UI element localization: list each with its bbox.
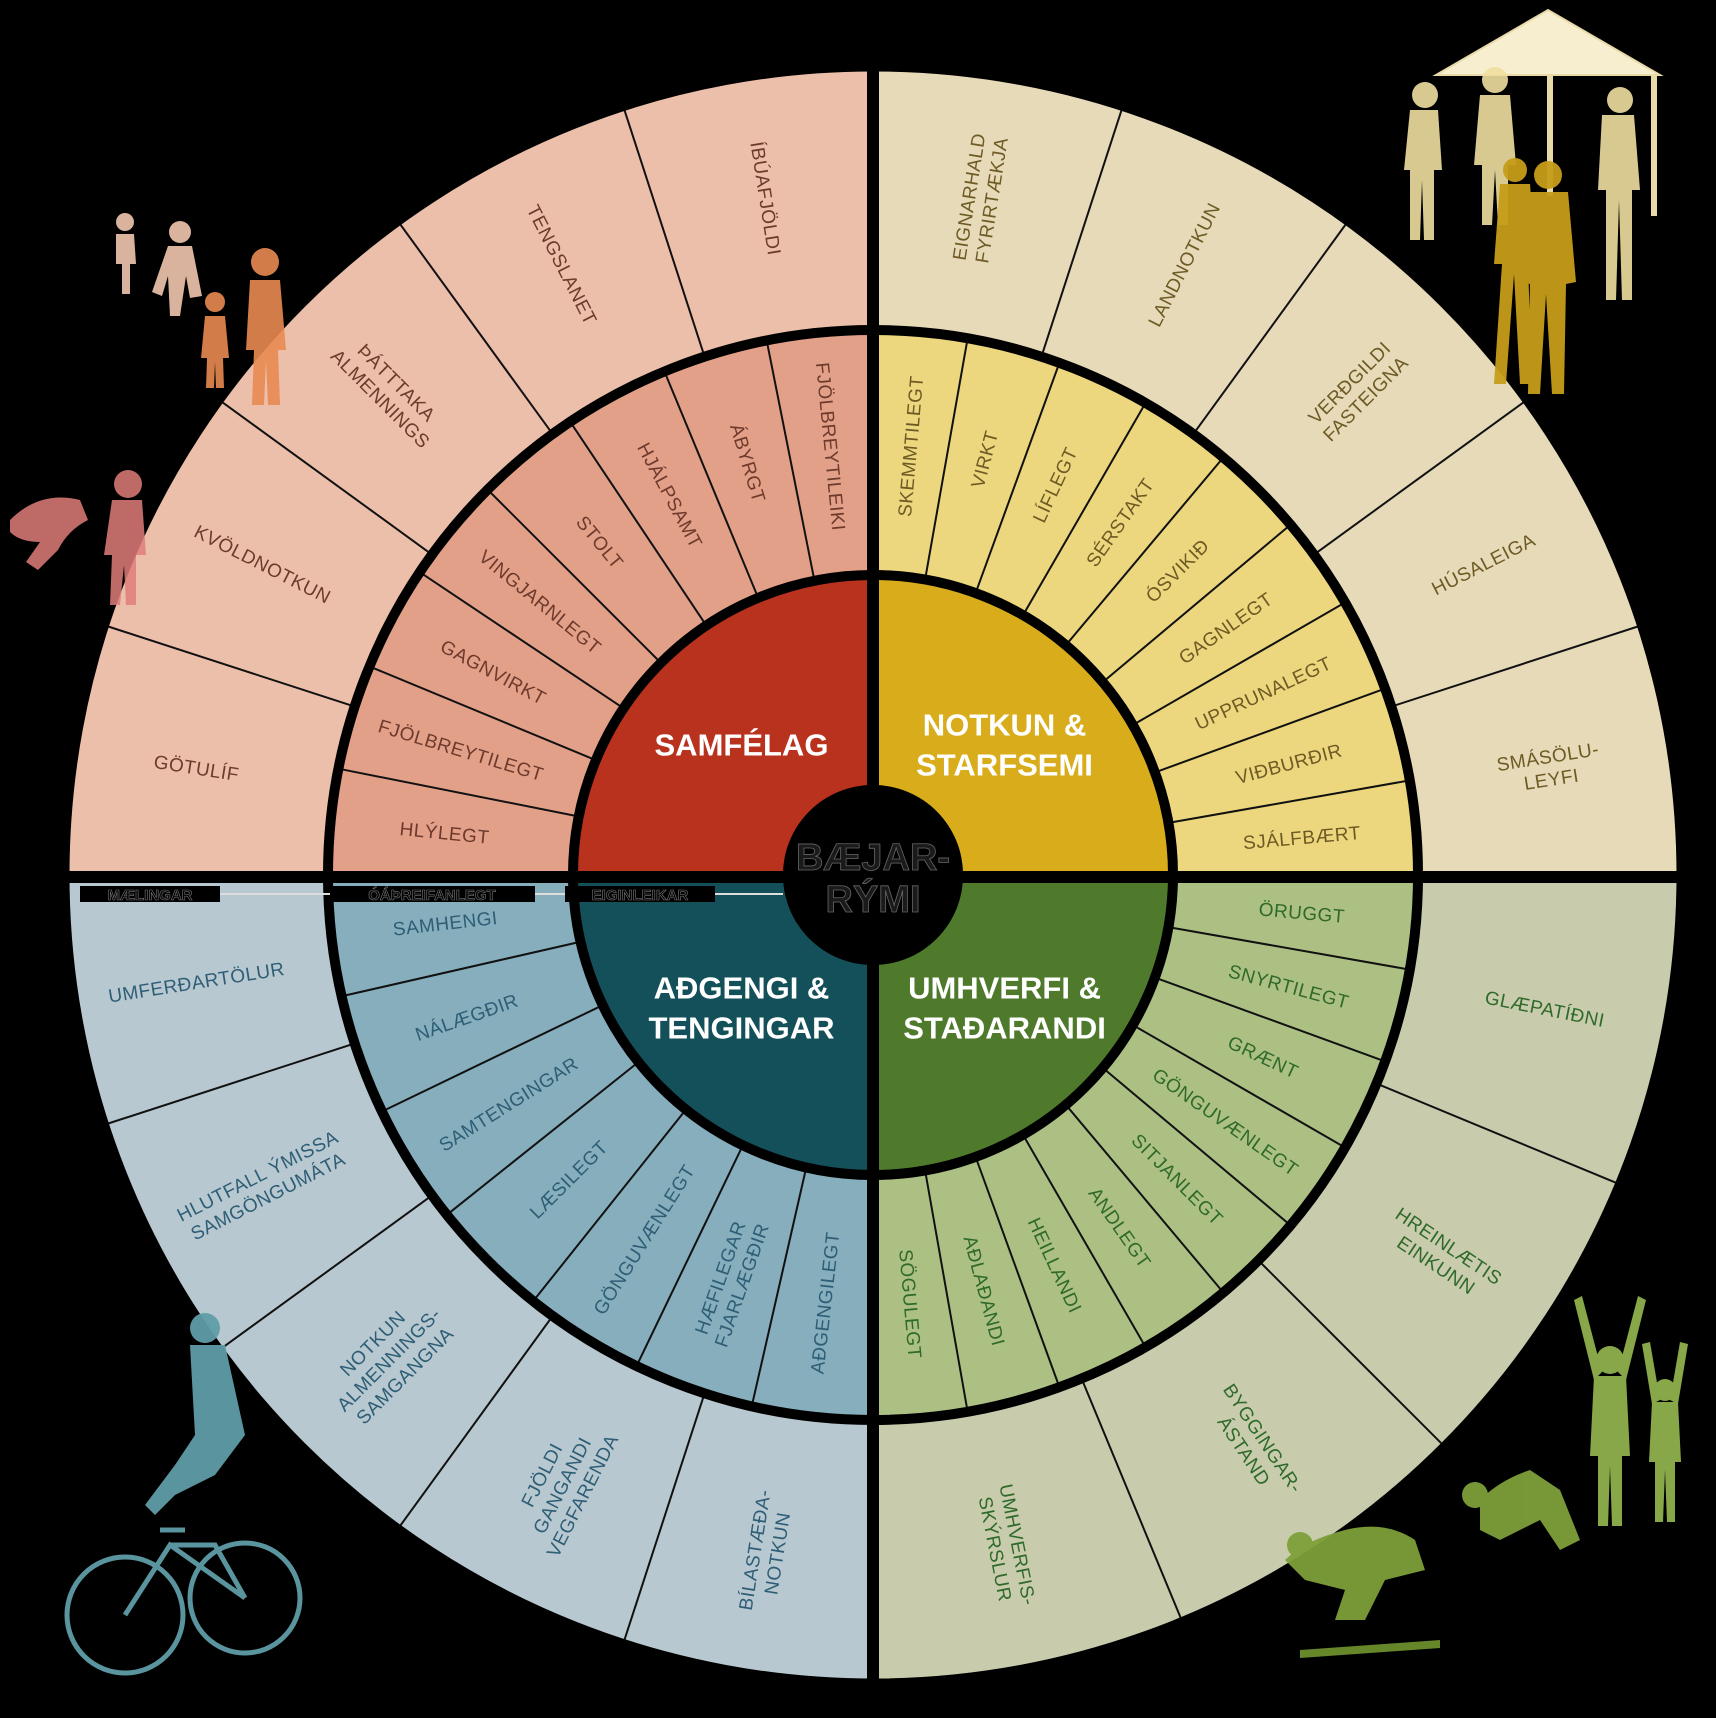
dancing-couple-silhouette-icon: [1494, 158, 1576, 394]
outer-rim: [66, 68, 1680, 1682]
lounging-people-silhouette-icon: [1285, 1470, 1580, 1658]
quadrant-adgengi-outer-divider: [221, 1194, 433, 1349]
quadrant-adgengi-outer-band: [68, 875, 873, 1680]
quadrant-umhverfi-inner-divider: [924, 1170, 969, 1412]
child-play-silhouette-icon: [10, 470, 146, 605]
musicians-silhouette-icon: [1404, 67, 1640, 300]
quadrant-adgengi-inner-divider: [532, 1108, 687, 1302]
quadrant-umhverfi-title-line-1: UMHVERFI &: [908, 971, 1101, 1006]
quadrant-notkun-title-line-1: NOTKUN &: [923, 707, 1087, 742]
quadrant-notkun-inner-divider: [1065, 456, 1225, 646]
quadrant-notkun-outer-band: [873, 70, 1678, 875]
quadrant-adgengi-inner-divider: [381, 1004, 604, 1113]
quadrant-samfelag-outer-divider: [623, 109, 706, 357]
quadrant-adgengi-title-line-1: AÐGENGI &: [654, 971, 830, 1006]
quadrant-adgengi-inner-divider: [446, 1061, 640, 1216]
quadrant-adgengi-inner-band: [328, 875, 873, 1420]
quadrant-notkun-outer-divider: [1192, 223, 1347, 435]
quadrant-umhverfi-outer-divider: [1080, 1378, 1182, 1620]
quadrant-umhverfi-inner-divider: [1022, 1134, 1147, 1348]
quadrant-umhverfi-core: [873, 875, 1173, 1175]
quadrant-notkun-core: [873, 575, 1173, 875]
quadrant-samfelag-inner-divider: [338, 767, 579, 818]
quadrant-notkun-outer-divider: [1313, 401, 1525, 556]
quadrant-umhverfi-inner-divider: [974, 1156, 1061, 1388]
quadrant-samfelag-inner-divider: [369, 665, 597, 762]
quadrant-umhverfi-outer-divider: [1376, 1082, 1618, 1184]
quadrant-umhverfi-inner-divider: [1065, 1104, 1225, 1294]
quadrant-notkun-inner-divider: [1132, 601, 1346, 726]
quadrant-adgengi-outer-divider: [399, 1315, 554, 1527]
quadrant-notkun-inner-divider: [924, 338, 969, 580]
quadrant-samfelag-outer-band: [68, 70, 873, 875]
quadrant-notkun-outer-divider: [1391, 625, 1639, 708]
family-silhouette-icon: [201, 248, 286, 405]
family-shadow-silhouette-icon: [116, 213, 202, 316]
quadrant-notkun-inner-divider: [1022, 402, 1147, 616]
quadrant-umhverfi-inner-divider: [1168, 926, 1410, 971]
quadrant-umhverfi-inner-band: [873, 875, 1418, 1420]
quadrant-umhverfi-outer-divider: [1257, 1259, 1443, 1445]
quadrant-umhverfi-title-line-2: STAÐARANDI: [903, 1011, 1106, 1046]
quadrant-notkun-outer-divider: [1040, 109, 1123, 357]
quadrant-notkun-title-line-2: STARFSEMI: [916, 747, 1093, 782]
quadrant-adgengi-inner-divider: [750, 1167, 808, 1407]
quadrant-samfelag-inner-divider: [569, 421, 708, 627]
center-title-line1: BÆJAR-: [796, 837, 950, 879]
quadrant-umhverfi-inner-divider: [1102, 1067, 1292, 1227]
scale-label-attributes: EIGINLEIKAR: [592, 887, 689, 904]
quadrant-adgengi-outer-divider: [623, 1393, 706, 1641]
people-silhouettes: [10, 8, 1688, 1676]
quadrant-adgengi-title-line-2: TENGINGAR: [648, 1011, 834, 1046]
quadrant-samfelag-core: [573, 575, 873, 875]
quadrant-notkun-inner-band: [873, 330, 1418, 875]
quadrant-notkun-inner-divider: [1154, 687, 1386, 774]
scale-label-intangibles: ÓÁÞREIFANLEGT: [368, 886, 496, 904]
quadrant-adgengi-outer-divider: [107, 1042, 355, 1125]
quadrant-samfelag-inner-divider: [486, 488, 662, 664]
quadrant-notkun-inner-divider: [1168, 779, 1410, 824]
quadrant-adgengi-core: [573, 875, 873, 1175]
center-title-line2: RÝMI: [826, 877, 921, 921]
center-hub: BÆJAR- RÝMI: [783, 785, 963, 965]
quadrant-samfelag-inner-divider: [663, 371, 760, 599]
cyclist-silhouette-icon: [64, 1313, 303, 1676]
quadrant-samfelag-outer-divider: [399, 223, 554, 435]
quadrant-adgengi-inner-divider: [341, 940, 581, 998]
cheering-kids-silhouette-icon: [1574, 1296, 1688, 1526]
scale-label-measures: MÆLINGAR: [108, 887, 193, 904]
quadrant-samfelag-inner-divider: [419, 571, 625, 710]
quadrant-umhverfi-inner-divider: [1154, 976, 1386, 1063]
quadrant-notkun-inner-divider: [1102, 523, 1292, 683]
quadrant-samfelag-outer-divider: [107, 625, 355, 708]
scale-legend: MÆLINGAR ÓÁÞREIFANLEGT EIGINLEIKAR: [80, 886, 715, 904]
quadrant-notkun-inner-divider: [974, 362, 1061, 594]
quadrant-samfelag-title-line-1: SAMFÉLAG: [655, 727, 829, 762]
quadrant-samfelag-outer-divider: [221, 401, 433, 556]
quadrant-adgengi-inner-divider: [635, 1144, 744, 1367]
core-ring-attributes: [573, 575, 1173, 1175]
quadrant-samfelag-inner-divider: [765, 340, 816, 581]
quadrant-umhverfi-inner-divider: [1132, 1024, 1346, 1149]
